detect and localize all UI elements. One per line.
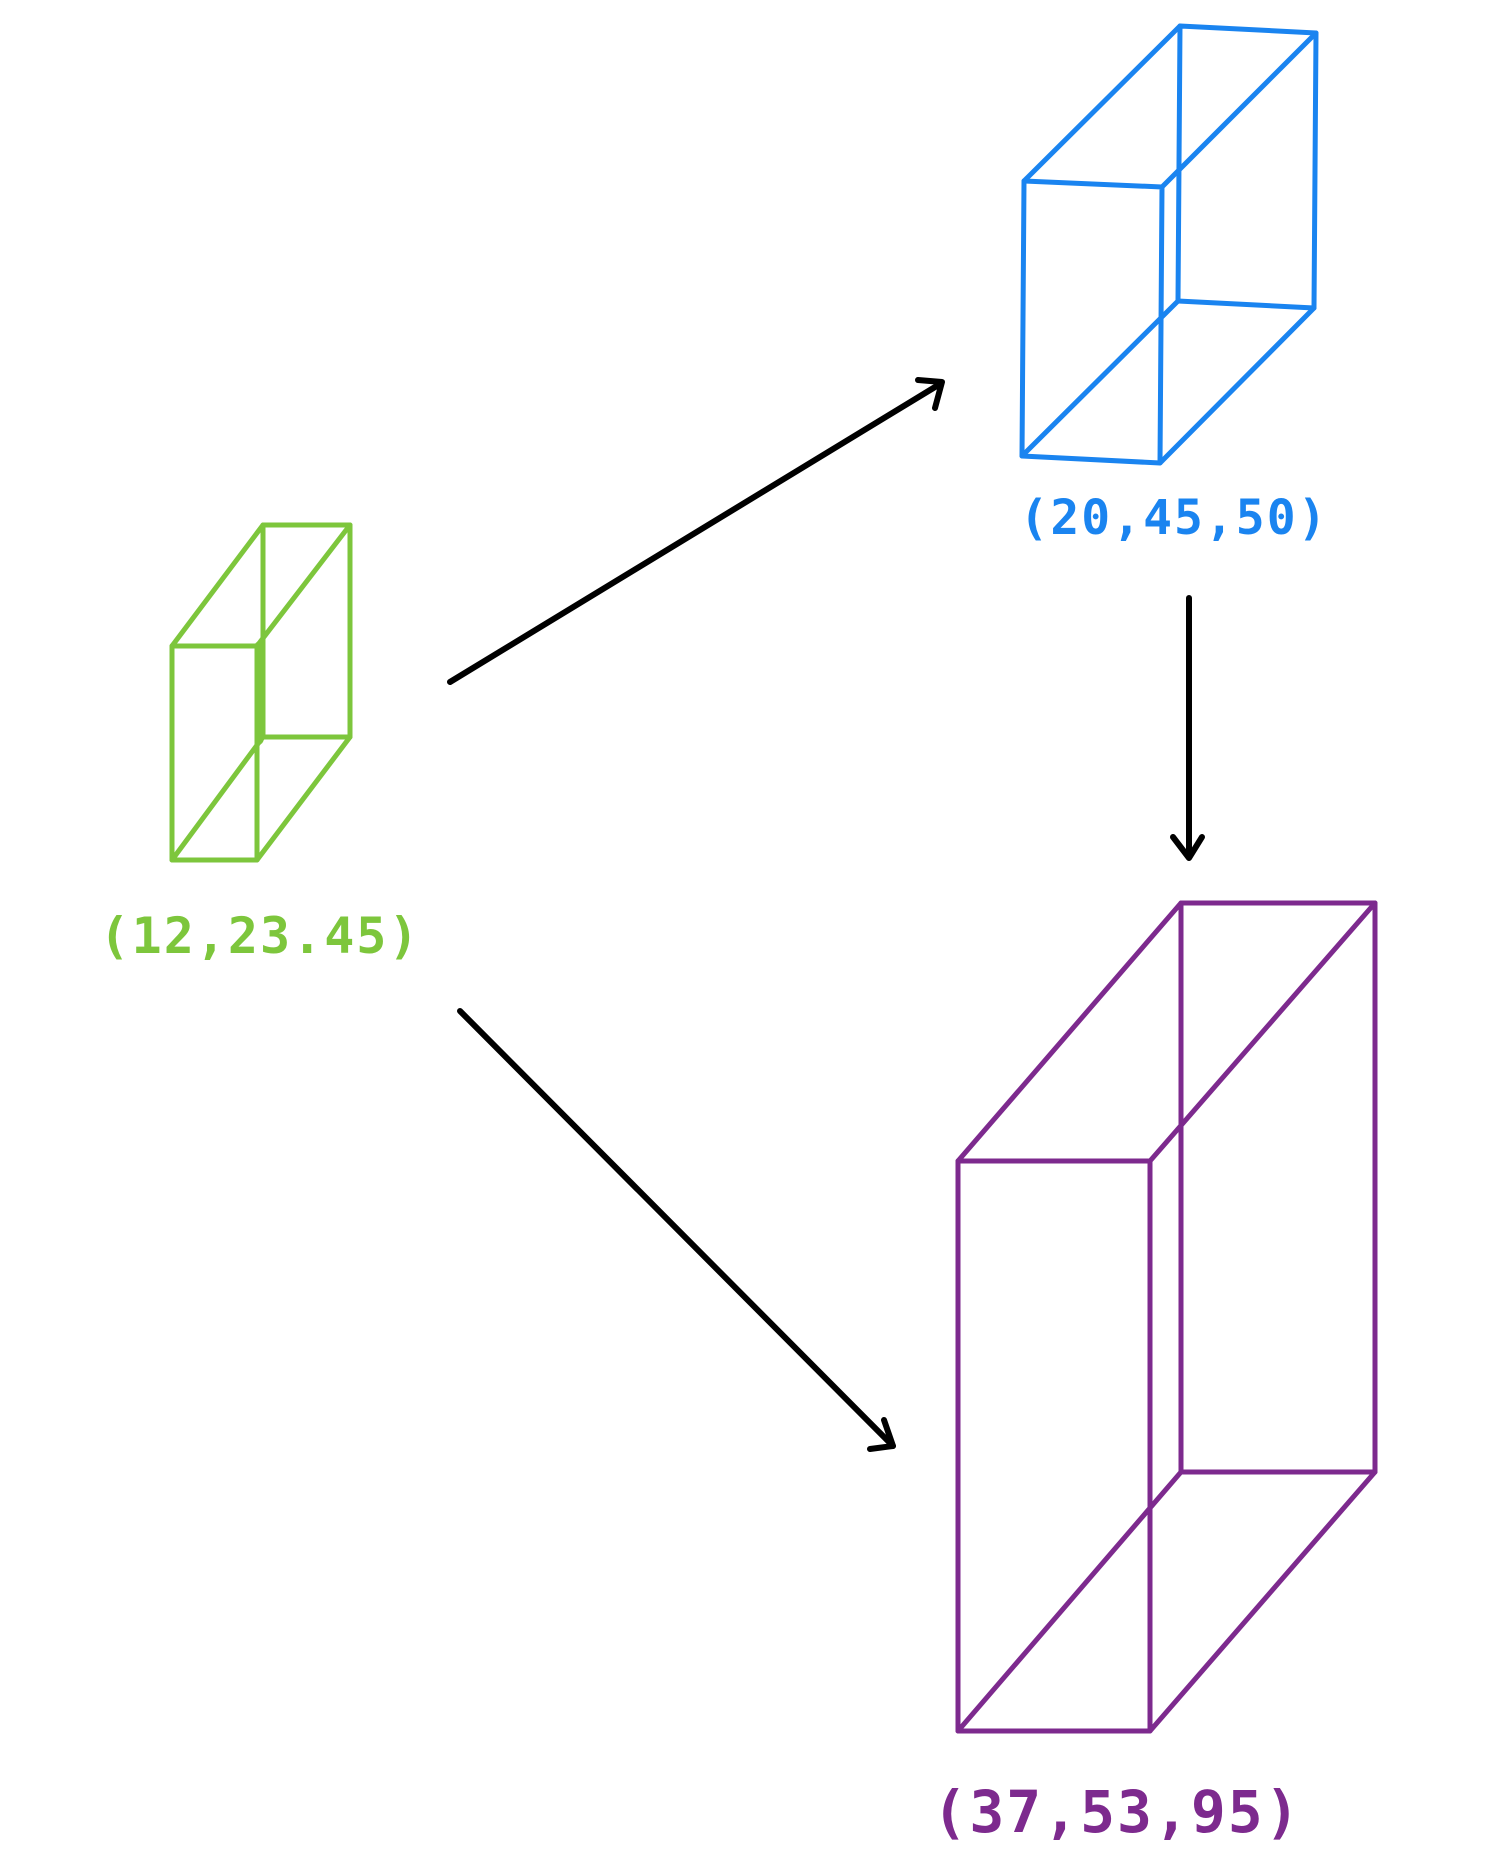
box-large [955,900,1378,1734]
box-medium-back-face [1175,23,1319,311]
arrow-small-to-medium [447,381,943,685]
box-medium-front-face [1019,178,1165,466]
box-large-edges [955,900,1378,1734]
arrow-small-to-large [457,1008,896,1449]
box-small-dimensions-label: (12,23.45) [99,907,421,965]
box-small-back-face [260,522,353,740]
arrow-small-to-large-head [867,1417,896,1452]
box-medium-dimensions-label: (20,45,50) [1019,490,1329,546]
arrow-medium-to-large-head [1170,834,1205,861]
box-large-dimensions-label: (37,53,95) [932,1778,1302,1846]
box-large-back-face [1178,900,1378,1475]
arrow-small-to-medium-head [915,377,945,411]
box-small-front-face [169,643,260,863]
box-small-edges [169,522,353,863]
arrows [447,377,1205,1452]
box-large-front-face [955,1158,1153,1734]
box-small [169,522,353,863]
box-medium-edges [1019,23,1319,466]
box-medium [1019,23,1319,466]
